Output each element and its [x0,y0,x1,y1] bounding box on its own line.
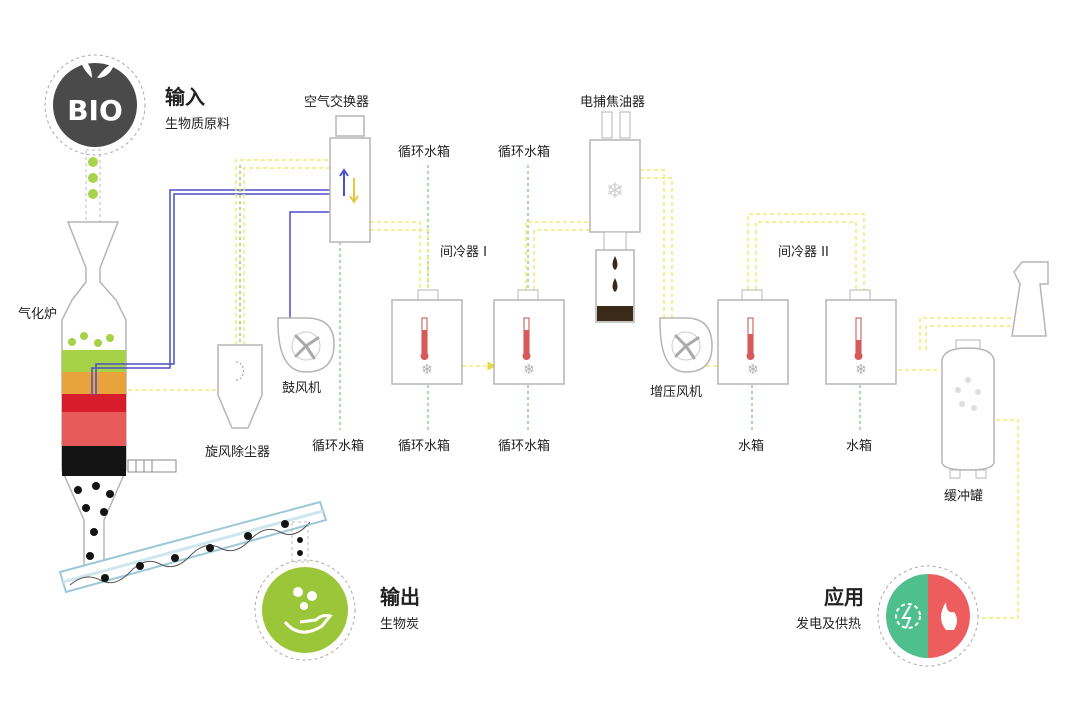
application-badge [877,565,979,667]
svg-text:❄: ❄ [421,362,433,378]
input-title: 输入 [165,85,205,109]
label-circ-tank-bottom-3: 循环水箱 [498,438,550,454]
conveyor [58,500,328,594]
booster-fan [659,317,713,373]
output-title: 输出 [380,585,420,609]
label-water-tank-1: 水箱 [738,438,764,454]
intercooler-2b: ❄ [825,289,897,385]
electro-tar-precipitator: ❄ [589,111,641,323]
gasifier [61,221,177,571]
output-biochar-badge [254,559,356,661]
intercooler-1b: ❄ [493,289,565,385]
air-exchanger [329,115,371,243]
label-cyclone: 旋风除尘器 [205,445,270,460]
application-subtitle: 发电及供热 [796,616,861,632]
label-intercooler-2: 间冷器 II [778,245,829,260]
buffer-tank [941,339,995,479]
label-circ-tank-top-2: 循环水箱 [498,144,550,160]
label-electro-tar: 电捕焦油器 [580,94,645,110]
label-buffer-tank: 缓冲罐 [944,489,983,504]
blower [277,317,335,373]
intercooler-2a: ❄ [717,289,789,385]
air-lines [91,189,330,395]
label-circ-tank-bottom-2: 循环水箱 [398,438,450,454]
svg-text:❄: ❄ [747,362,759,378]
label-gasifier: 气化炉 [18,306,57,322]
label-booster-fan: 增压风机 [650,385,702,400]
label-intercooler-1: 间冷器 I [440,245,487,260]
intercooler-1a: ❄ [391,289,463,385]
cyclone-separator [217,344,263,429]
application-title: 应用 [824,585,864,609]
flare-stack [1011,261,1049,337]
input-subtitle: 生物质原料 [165,117,230,132]
input-bio-badge: BIO [44,54,146,156]
label-water-tank-2: 水箱 [846,438,872,454]
label-circ-tank-top-1: 循环水箱 [398,144,450,160]
gas-lines [128,159,1037,619]
label-circ-tank-bottom-1: 循环水箱 [312,438,364,454]
label-air-exchanger: 空气交换器 [304,94,369,110]
bio-badge-text: BIO [67,94,123,127]
svg-text:❄: ❄ [523,362,535,378]
svg-text:❄: ❄ [855,362,867,378]
svg-text:❄: ❄ [606,179,624,204]
label-blower: 鼓风机 [282,381,321,396]
output-subtitle: 生物炭 [380,617,419,632]
